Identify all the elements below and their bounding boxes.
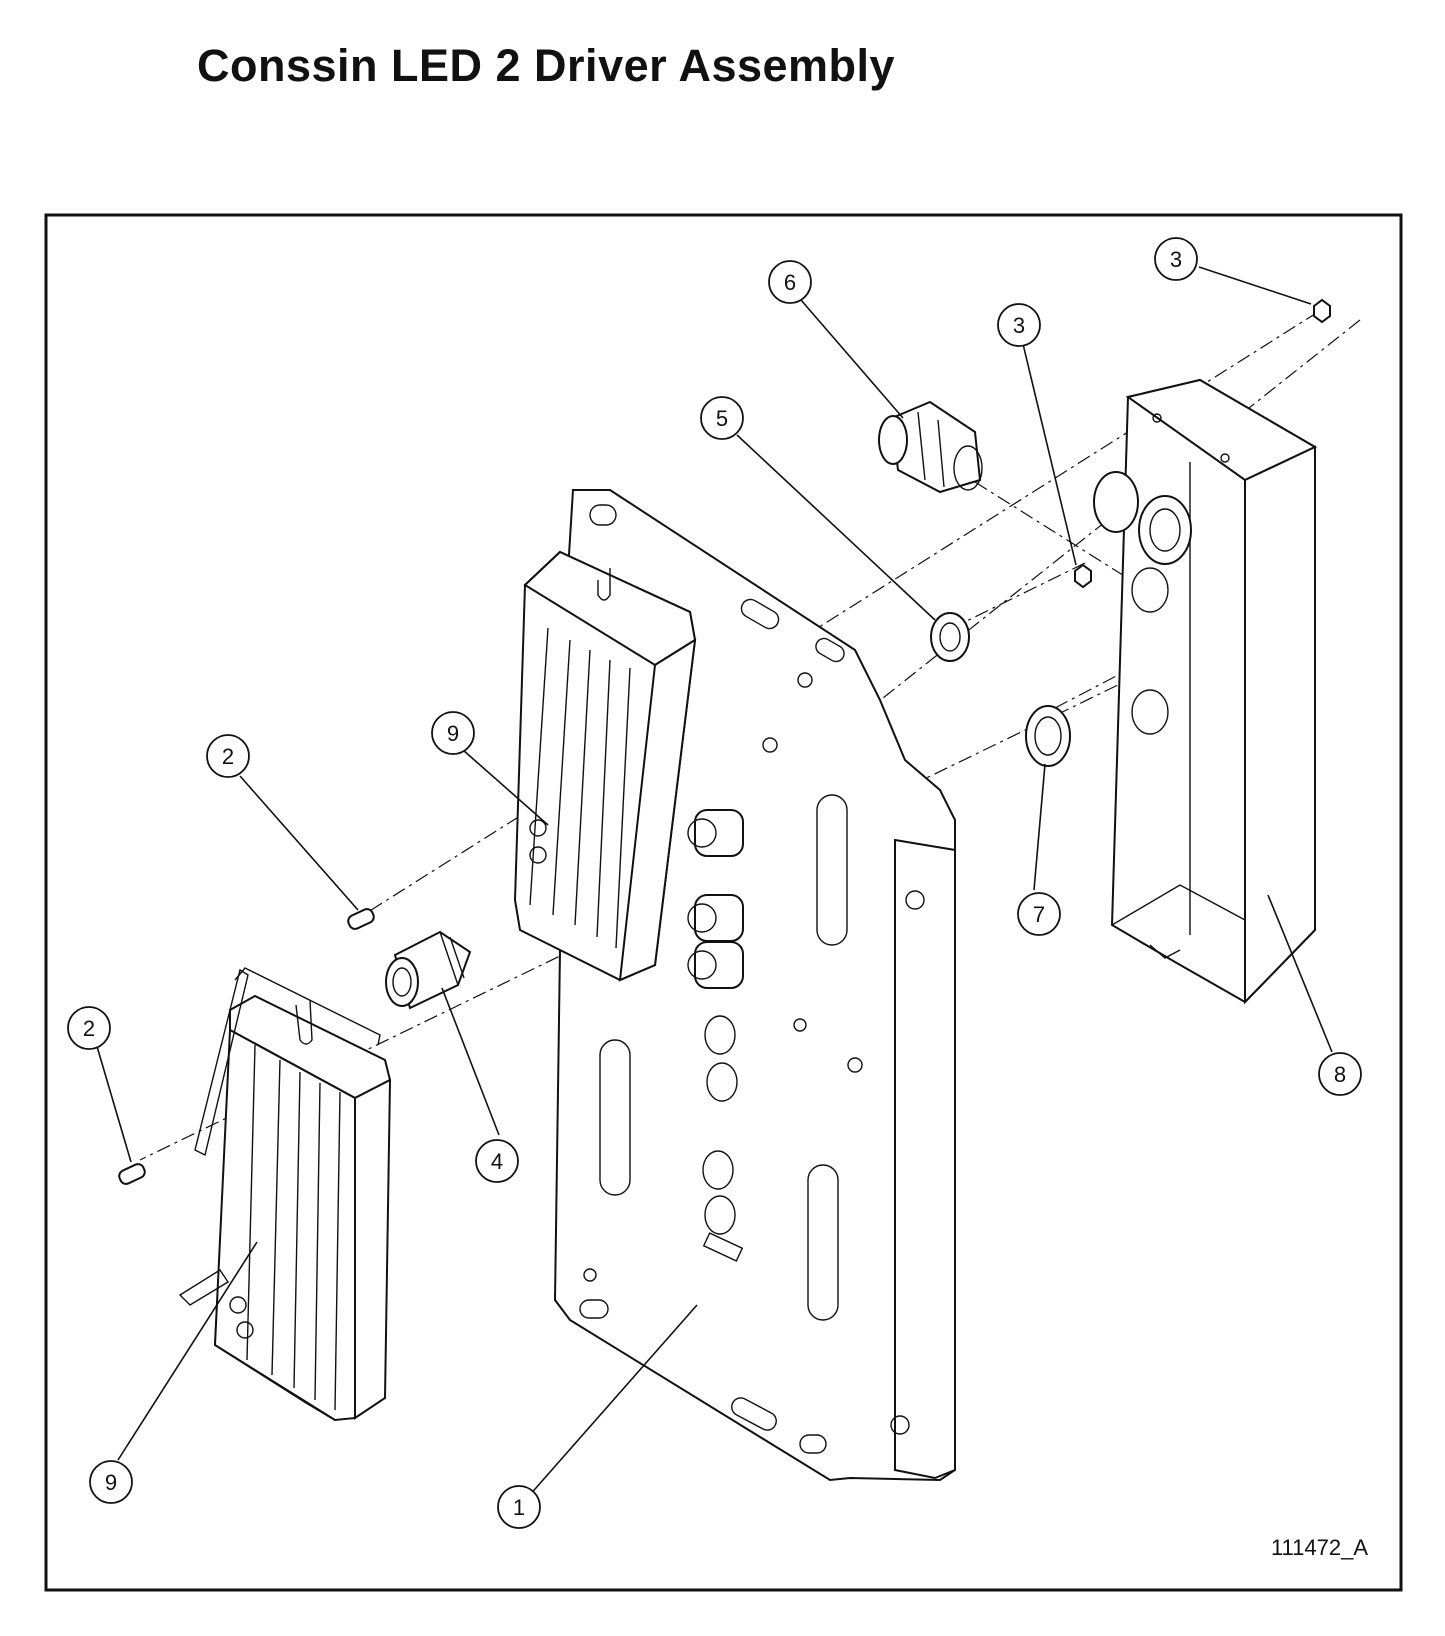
callout-3-upper: 3 [1154, 237, 1198, 281]
drawing-number: 111472_A [1271, 1535, 1368, 1560]
callout-2-lower: 2 [67, 1006, 111, 1050]
cord-grip [385, 930, 472, 1010]
drawing-frame [44, 213, 1403, 1592]
nut-3-middle [1074, 563, 1092, 589]
callout-9-lower: 9 [89, 1460, 133, 1504]
led-driver-lower [178, 967, 392, 1422]
callout-5-label: 5 [716, 406, 728, 431]
callout-2-upper: 2 [206, 734, 250, 778]
wiring-box [1093, 378, 1318, 1005]
led-driver-upper [513, 550, 744, 989]
callout-9-upper-label: 9 [447, 721, 459, 746]
callout-9-lower-label: 9 [105, 1470, 117, 1495]
callout-8: 8 [1318, 1052, 1362, 1096]
callout-1: 1 [497, 1485, 541, 1529]
callout-3-upper-label: 3 [1170, 247, 1182, 272]
callout-6-label: 6 [784, 270, 796, 295]
callout-2-lower-label: 2 [83, 1016, 95, 1041]
locknut-5 [930, 612, 970, 662]
callout-3-middle-label: 3 [1013, 313, 1025, 338]
callout-5: 5 [700, 396, 744, 440]
screw-upper [347, 908, 375, 930]
screw-lower [118, 1163, 146, 1185]
locknut-7 [1025, 705, 1071, 767]
callout-3-middle: 3 [997, 303, 1041, 347]
callout-6: 6 [768, 260, 812, 304]
callout-9-upper: 9 [431, 711, 475, 755]
nut-3-upper [1313, 298, 1331, 324]
fitting-6 [878, 400, 983, 494]
callout-7-label: 7 [1033, 902, 1045, 927]
callout-8-label: 8 [1334, 1062, 1346, 1087]
callout-4: 4 [475, 1139, 519, 1183]
leader-lines [95, 266, 1333, 1498]
page-title: Conssin LED 2 Driver Assembly [197, 40, 896, 91]
callout-1-label: 1 [513, 1495, 525, 1520]
callout-2-upper-label: 2 [222, 744, 234, 769]
callout-4-label: 4 [491, 1149, 503, 1174]
callout-7: 7 [1017, 892, 1061, 936]
